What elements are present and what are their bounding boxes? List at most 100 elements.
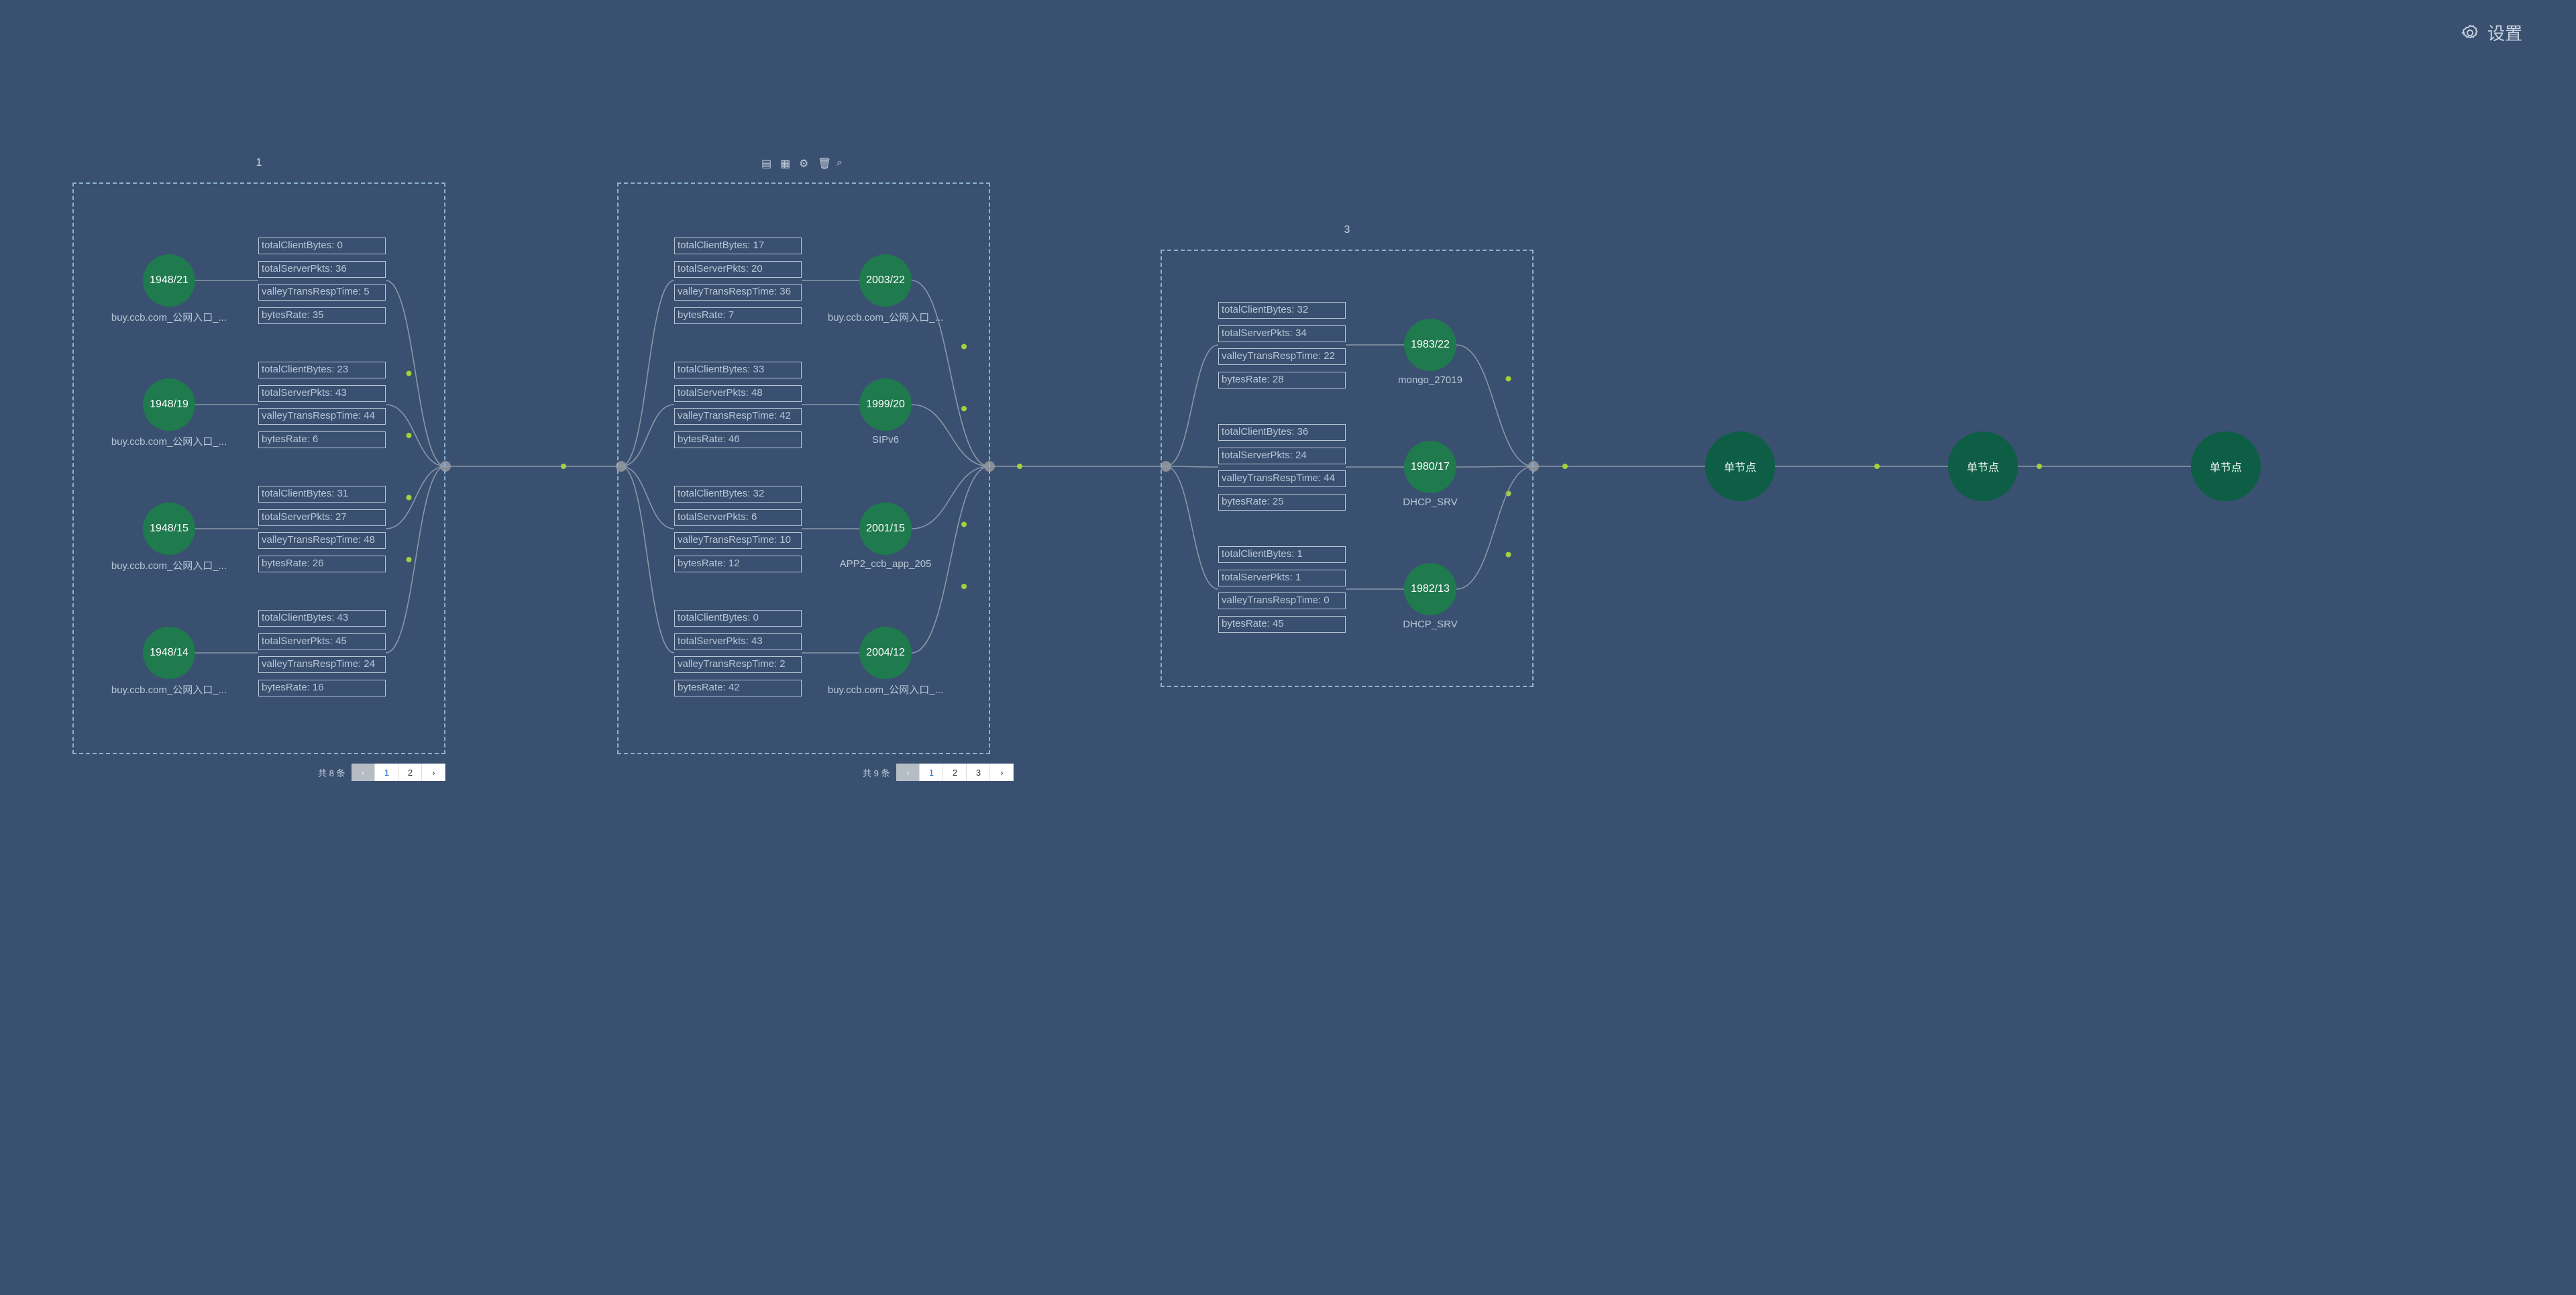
metric-box: totalServerPkts: 6 — [674, 509, 802, 526]
node-label: mongo_27019 — [1398, 374, 1462, 386]
metric-box: valleyTransRespTime: 42 — [674, 408, 802, 425]
group-toolbar: ▤ ▦ ⚙ 🗑 ⌕ — [761, 157, 849, 170]
node-circle[interactable]: 2003/22 — [859, 254, 912, 307]
next-page-button[interactable]: › — [990, 764, 1014, 781]
edge-from-junction — [621, 466, 675, 529]
metric-box: totalServerPkts: 45 — [258, 633, 386, 650]
pagination-total: 共 9 条 — [863, 768, 890, 778]
group-title: 3 — [1344, 224, 1350, 236]
node-circle[interactable]: 1948/21 — [143, 254, 195, 307]
metric-box: bytesRate: 35 — [258, 307, 386, 324]
single-node[interactable]: 单节点 — [2191, 431, 2261, 501]
edge-dot — [561, 464, 566, 469]
page-button[interactable]: 2 — [943, 764, 967, 781]
node-label: buy.ccb.com_公网入口_... — [111, 436, 227, 448]
edge-dot — [961, 344, 967, 350]
edge-to-junction — [385, 466, 446, 654]
node-circle[interactable]: 1999/20 — [859, 378, 912, 431]
metric-box: bytesRate: 12 — [674, 555, 802, 572]
edge-dot — [406, 433, 412, 438]
metric-box: totalClientBytes: 23 — [258, 362, 386, 378]
edge-dot — [961, 584, 967, 589]
prev-page-button[interactable]: ‹ — [352, 764, 376, 781]
metric-box: bytesRate: 26 — [258, 555, 386, 572]
page-button[interactable]: 3 — [967, 764, 991, 781]
page-button[interactable]: 1 — [920, 764, 944, 781]
group-box-3[interactable] — [1161, 250, 1534, 687]
settings-label: 设置 — [2487, 23, 2522, 44]
edge-dot — [406, 370, 412, 376]
node-label: DHCP_SRV — [1403, 497, 1458, 508]
search-icon[interactable]: ⌕ — [837, 157, 843, 168]
node-circle[interactable]: 1948/19 — [143, 378, 195, 431]
edge-to-junction — [911, 466, 990, 529]
edge-to-junction — [385, 280, 446, 467]
metric-box: totalClientBytes: 17 — [674, 238, 802, 254]
metric-box: totalClientBytes: 36 — [1218, 424, 1346, 441]
single-node[interactable]: 单节点 — [1705, 431, 1775, 501]
metric-box: totalServerPkts: 24 — [1218, 447, 1346, 464]
metric-box: valleyTransRespTime: 48 — [258, 532, 386, 549]
node-circle[interactable]: 1983/22 — [1404, 319, 1456, 371]
edge-from-junction — [1165, 466, 1219, 590]
node-label: buy.ccb.com_公网入口_... — [111, 684, 227, 696]
metric-box: valleyTransRespTime: 44 — [1218, 470, 1346, 487]
edge-dot — [961, 521, 967, 527]
settings-button[interactable]: 设置 — [2461, 20, 2522, 45]
node-circle[interactable]: 1948/15 — [143, 503, 195, 555]
node-circle[interactable]: 1982/13 — [1404, 563, 1456, 615]
edge-to-junction — [911, 404, 990, 467]
prev-page-button[interactable]: ‹ — [896, 764, 920, 781]
metric-box: totalClientBytes: 32 — [1218, 302, 1346, 319]
metric-box: bytesRate: 25 — [1218, 493, 1346, 511]
page-button[interactable]: 1 — [375, 764, 399, 781]
metric-box: totalServerPkts: 34 — [1218, 325, 1346, 342]
metric-box: valleyTransRespTime: 0 — [1218, 592, 1346, 609]
edge-to-junction — [911, 280, 990, 467]
metric-box: totalClientBytes: 31 — [258, 486, 386, 503]
metric-box: valleyTransRespTime: 24 — [258, 656, 386, 673]
metric-box: totalServerPkts: 36 — [258, 260, 386, 278]
metric-box: valleyTransRespTime: 22 — [1218, 348, 1346, 365]
node-label: buy.ccb.com_公网入口_... — [111, 560, 227, 572]
edge-dot — [406, 557, 412, 562]
metric-box: totalServerPkts: 27 — [258, 509, 386, 526]
metric-box: totalClientBytes: 32 — [674, 486, 802, 503]
node-circle[interactable]: 2001/15 — [859, 503, 912, 555]
edge-dot — [1505, 376, 1511, 382]
node-label: APP2_ccb_app_205 — [839, 558, 932, 570]
node-circle[interactable]: 1980/17 — [1404, 441, 1456, 493]
edge-from-junction — [1165, 344, 1219, 467]
edge-dot — [961, 406, 967, 411]
metric-box: totalServerPkts: 20 — [674, 260, 802, 278]
edge-dot — [2037, 464, 2042, 469]
pagination-total: 共 8 条 — [318, 768, 345, 778]
next-page-button[interactable]: › — [422, 764, 446, 781]
metric-box: totalClientBytes: 43 — [258, 610, 386, 627]
group-box-1[interactable] — [72, 183, 445, 754]
node-circle[interactable]: 1948/14 — [143, 627, 195, 679]
node-circle[interactable]: 2004/12 — [859, 627, 912, 679]
node-label: SIPv6 — [871, 434, 900, 446]
metric-box: totalServerPkts: 1 — [1218, 569, 1346, 586]
page-button[interactable]: 2 — [398, 764, 423, 781]
gear-icon[interactable]: ⚙ — [799, 158, 809, 170]
single-node[interactable]: 单节点 — [1948, 431, 2018, 501]
edge-from-junction — [621, 466, 675, 654]
edge-to-junction — [1456, 344, 1534, 467]
doc-icon[interactable]: ▤ — [761, 158, 772, 170]
metric-box: totalClientBytes: 0 — [258, 238, 386, 254]
node-label: buy.ccb.com_公网入口_... — [827, 312, 944, 323]
edge-dot — [1017, 464, 1022, 469]
file-icon[interactable]: ▦ — [780, 158, 791, 170]
node-label: buy.ccb.com_公网入口_... — [827, 684, 944, 696]
trash-icon[interactable]: 🗑 — [818, 158, 832, 170]
edge-dot — [1562, 464, 1568, 469]
metric-box: bytesRate: 16 — [258, 679, 386, 696]
group-box-2[interactable] — [617, 183, 990, 754]
metric-box: valleyTransRespTime: 36 — [674, 284, 802, 301]
group-title: 1 — [256, 157, 262, 168]
